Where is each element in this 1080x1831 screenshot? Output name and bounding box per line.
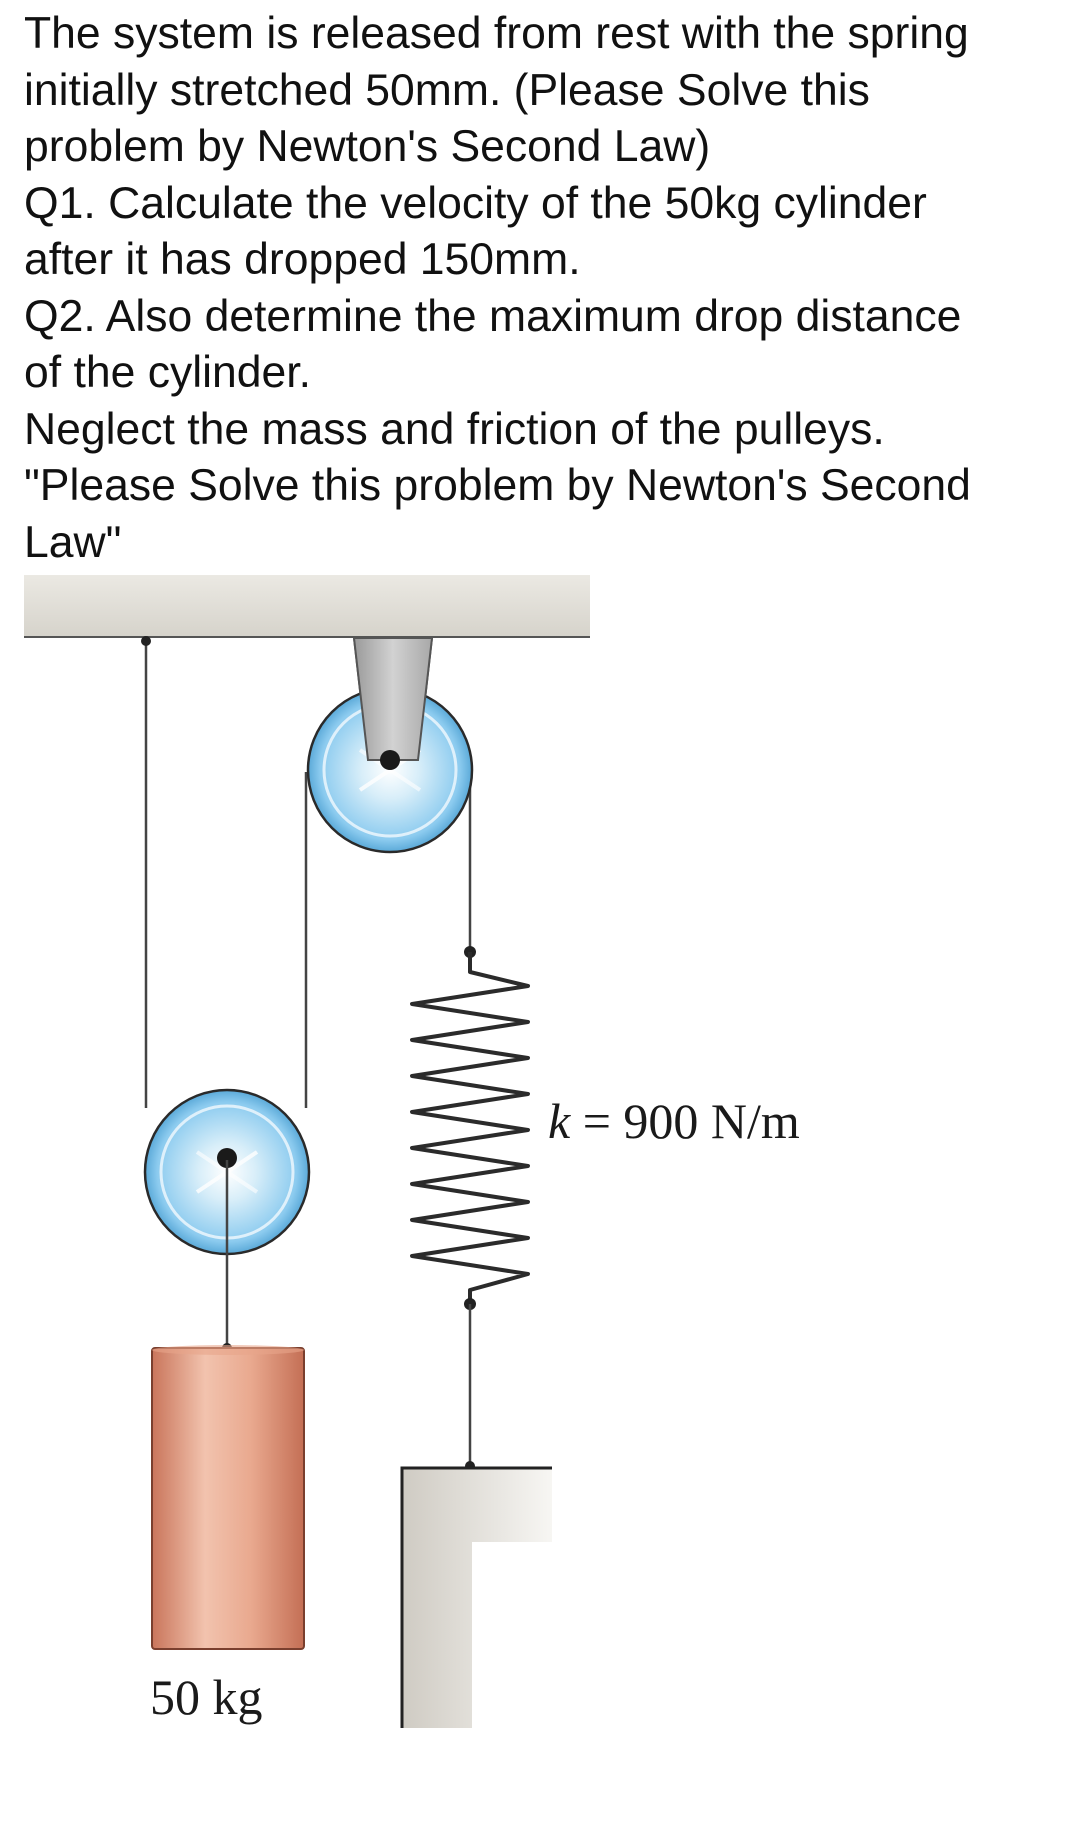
mass-label: 50 kg [150, 1669, 263, 1725]
rope-anchor-ceiling [141, 636, 151, 646]
spring [410, 946, 530, 1310]
spring-constant-label: k = 900 N/m [548, 1093, 800, 1149]
problem-line: problem by Newton's Second Law) [24, 122, 711, 171]
ceiling-support [24, 575, 590, 637]
question-2-line: Q2. Also determine the maximum drop dist… [24, 291, 962, 341]
pulley-diagram-svg: k = 900 N/m 50 kg [24, 575, 800, 1728]
spring-k-symbol: k [548, 1093, 571, 1149]
cylinder-50kg [151, 1345, 305, 1650]
problem-line: Law" [24, 517, 122, 567]
ground-support [400, 1466, 552, 1728]
spring-k-value: = 900 N/m [570, 1093, 800, 1149]
problem-line: Neglect the mass and friction of the pul… [24, 404, 885, 454]
problem-statement: The system is released from rest with th… [24, 6, 1064, 571]
upper-pulley [306, 637, 474, 854]
question-1-line: Q1. Calculate the velocity of the 50kg c… [24, 178, 927, 228]
problem-line: The system is released from rest with th… [24, 9, 969, 58]
question-2-line: of the cylinder. [24, 348, 311, 397]
problem-line: "Please Solve this problem by Newton's S… [24, 461, 971, 510]
question-1-line: after it has dropped 150mm. [24, 235, 581, 284]
pulley-diagram: k = 900 N/m 50 kg [0, 560, 1080, 1831]
problem-line: initially stretched 50mm. (Please Solve … [24, 65, 870, 115]
